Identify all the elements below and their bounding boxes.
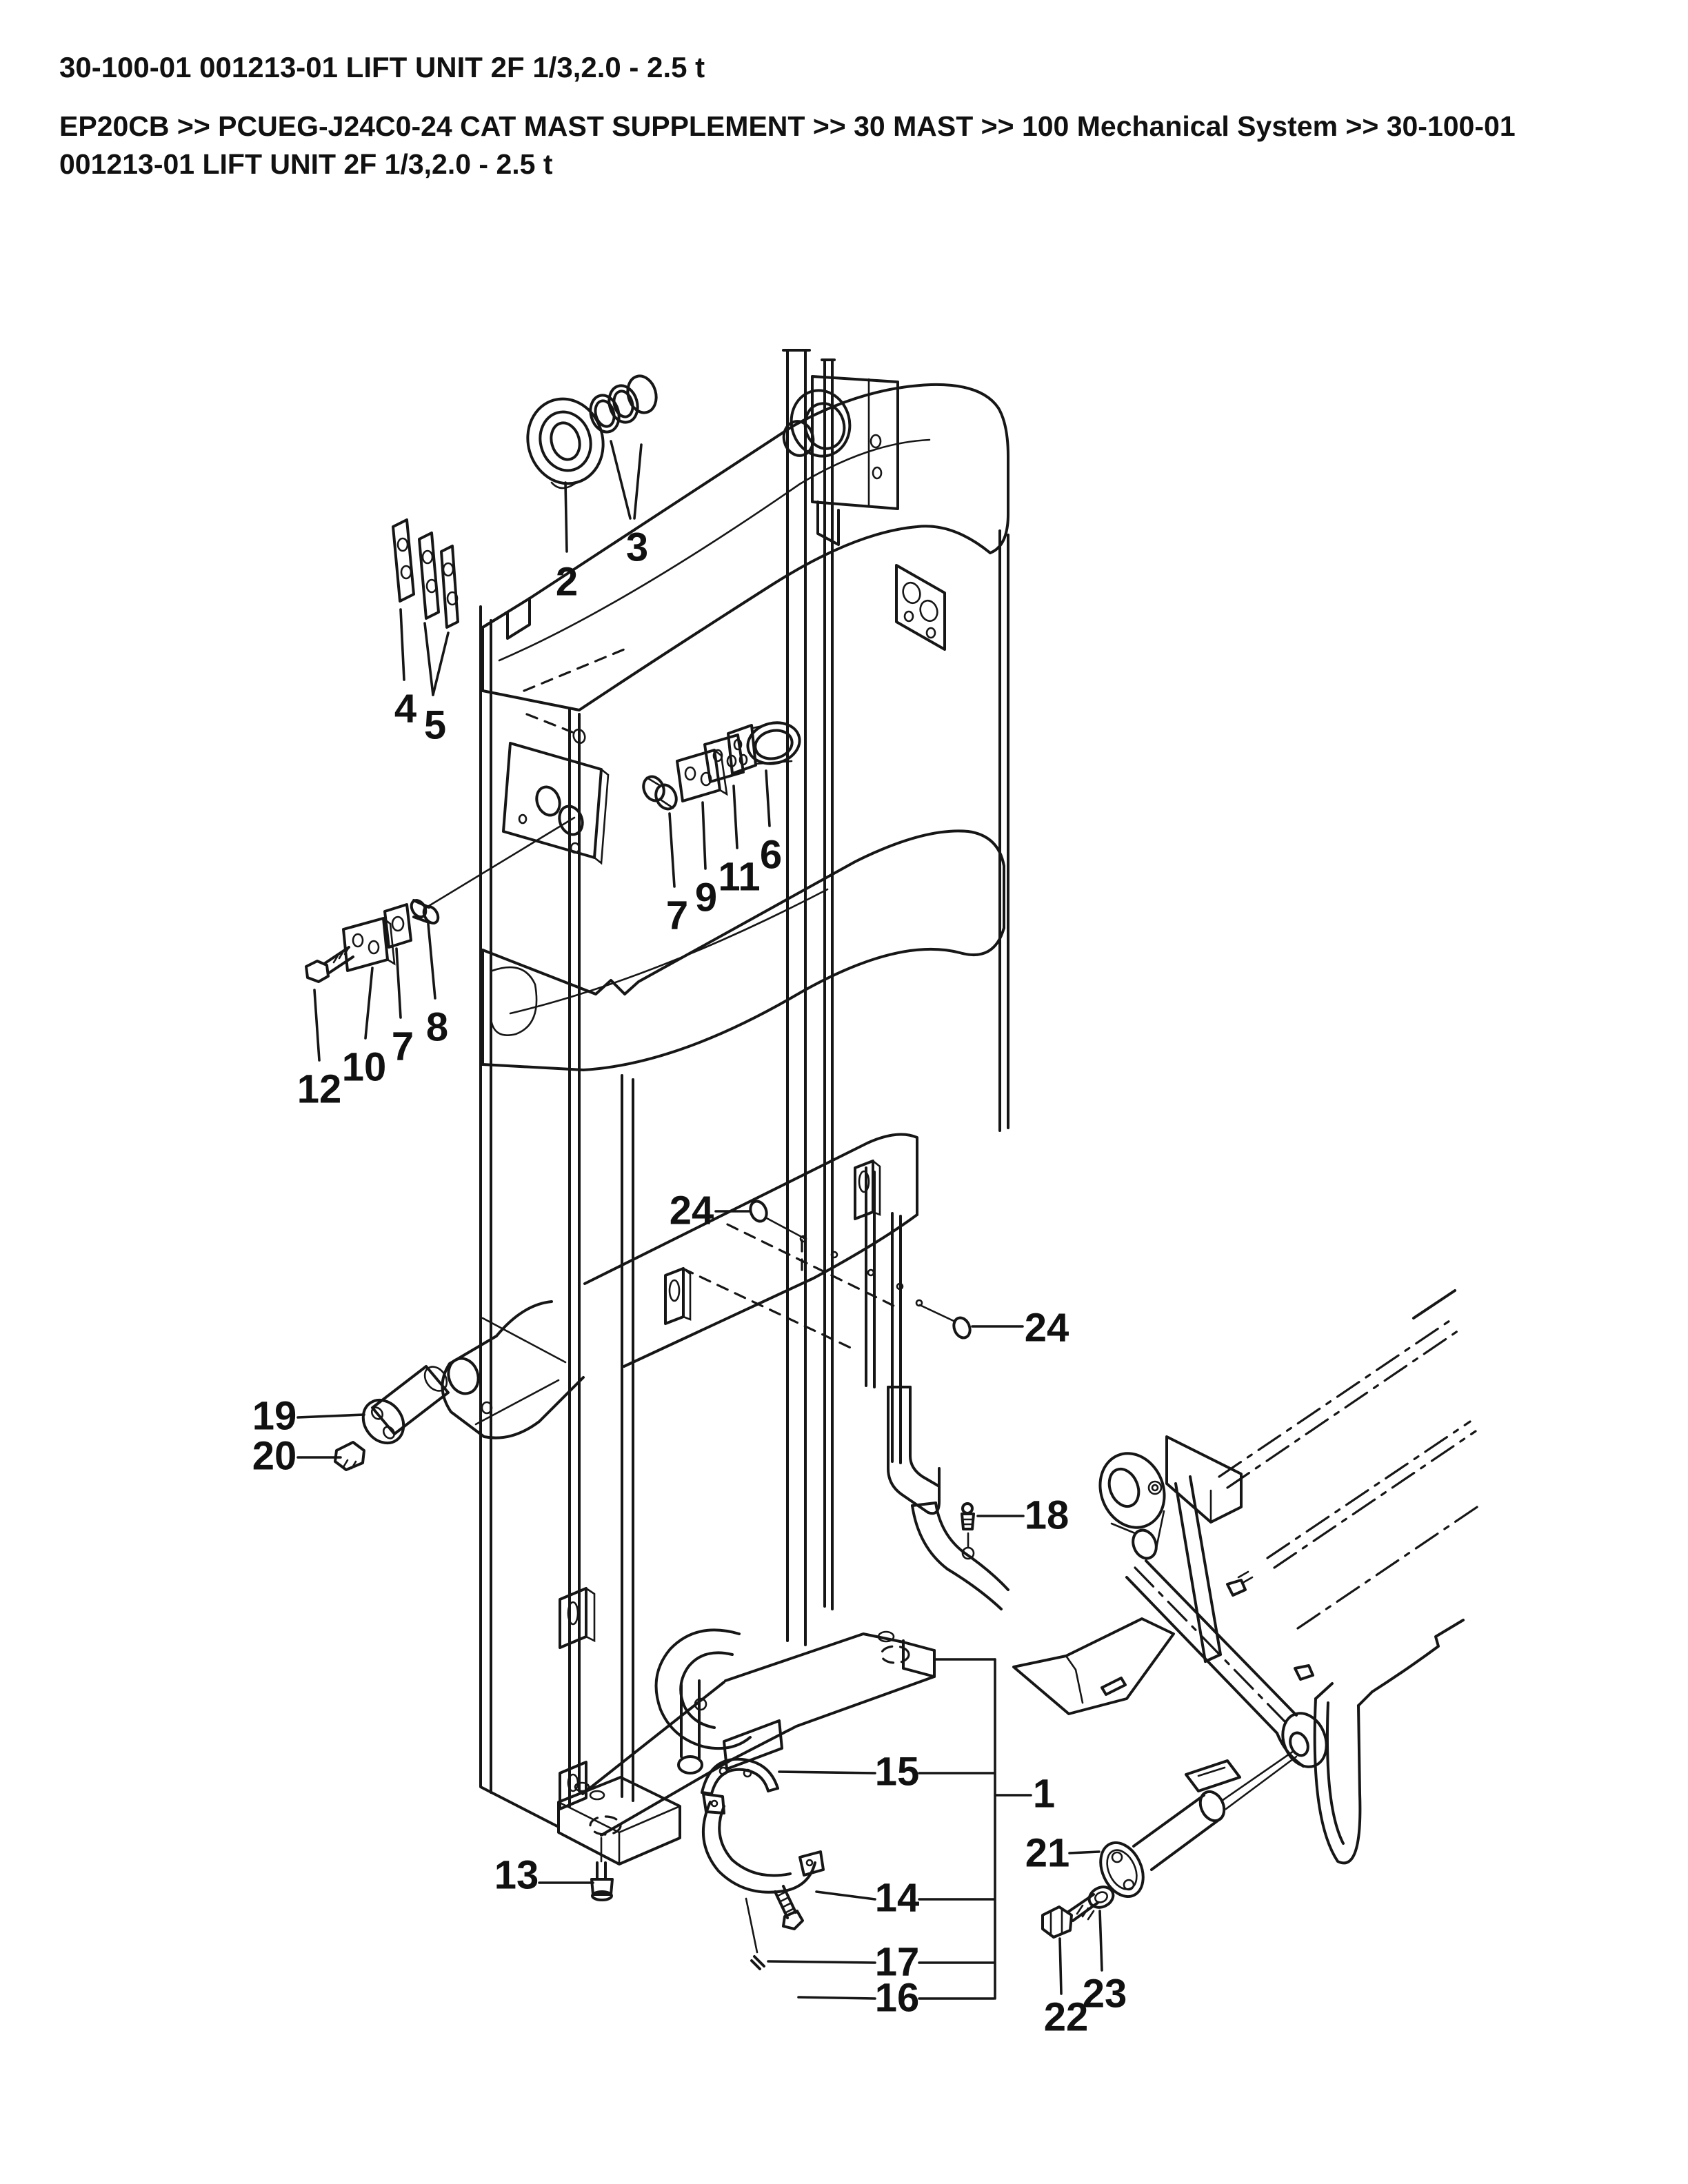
shim-plates [392,518,459,629]
mast-hooks [654,1386,1009,1750]
callout-number: 21 [1025,1830,1070,1875]
page-title: 30-100-01 001213-01 LIFT UNIT 2F 1/3,2.0… [59,51,705,83]
top-beam [481,383,1009,745]
callout-leader-line [701,801,707,870]
hose-clamp-group [305,721,801,983]
callout-leader-line [297,1413,365,1419]
callout-leader-line [610,440,632,520]
snap-rings-part [589,374,658,434]
callout-leader-line [778,1770,876,1775]
roller-part [526,397,605,489]
callout-leader-line [1068,1850,1101,1854]
callout-leader-line [432,631,450,696]
callout-number: 16 [875,1975,920,2020]
callout-number: 14 [875,1875,920,1920]
mast-rails [621,349,1009,1802]
callout-number: 18 [1025,1493,1069,1537]
tilt-assembly [1012,1289,1483,1939]
callout-leader-line [668,812,676,888]
top-roller-bracket [782,375,946,651]
callout-number: 22 [1044,1994,1089,2039]
callout-leader-line [1058,1937,1063,1995]
callout-leader-line [423,622,434,696]
callout-number: 2 [556,559,578,604]
callout-number: 7 [666,893,688,938]
callout-number: 24 [1025,1305,1069,1350]
mast-left-panel [479,605,581,1828]
callout-number: 11 [718,854,760,899]
callout-number: 13 [494,1852,539,1897]
callout-leader-line [364,967,374,1040]
callout-leader-line [765,769,771,827]
mast-foot-carriage [557,1587,936,1901]
callout-number: 24 [670,1188,714,1233]
breadcrumb: EP20CB >> PCUEG-J24C0-24 CAT MAST SUPPLE… [59,110,1516,180]
callout-leader-line [815,1890,876,1901]
callout-number: 17 [875,1939,920,1984]
callout-leader-line [395,947,402,1019]
callout-number: 23 [1083,1971,1127,2016]
callout-leader-line [313,989,321,1062]
callout-leader-line [633,443,643,520]
callout-number: 9 [695,875,717,920]
callout-number: 7 [392,1024,414,1069]
callout-number: 6 [760,832,782,877]
callout-number: 10 [342,1044,387,1089]
callout-number: 3 [626,525,648,569]
pivot-bracket-pin [334,1300,585,1471]
group-bracket [934,1658,996,2000]
callout-leader-line [427,922,436,1000]
middle-beam [481,829,1005,1071]
callout-number: 12 [297,1066,342,1111]
callout-number: 20 [252,1433,297,1478]
callout-number: 4 [394,686,416,731]
callout-leader-line [732,785,738,849]
lower-beam [583,1133,972,1368]
callout-number: 1 [1033,1771,1055,1816]
callout-number: 5 [424,702,446,747]
callout-number: 15 [875,1749,920,1794]
callout-leader-line [767,1960,876,1964]
callout-number: 19 [252,1393,297,1438]
callout-leader-line [1098,1910,1103,1972]
callout-number: 8 [426,1004,448,1049]
callout-leader-line [399,608,405,681]
callout-leader-line [797,1996,876,2000]
callout-leader-line [564,481,568,553]
cylinder-clamps [701,1757,825,1970]
